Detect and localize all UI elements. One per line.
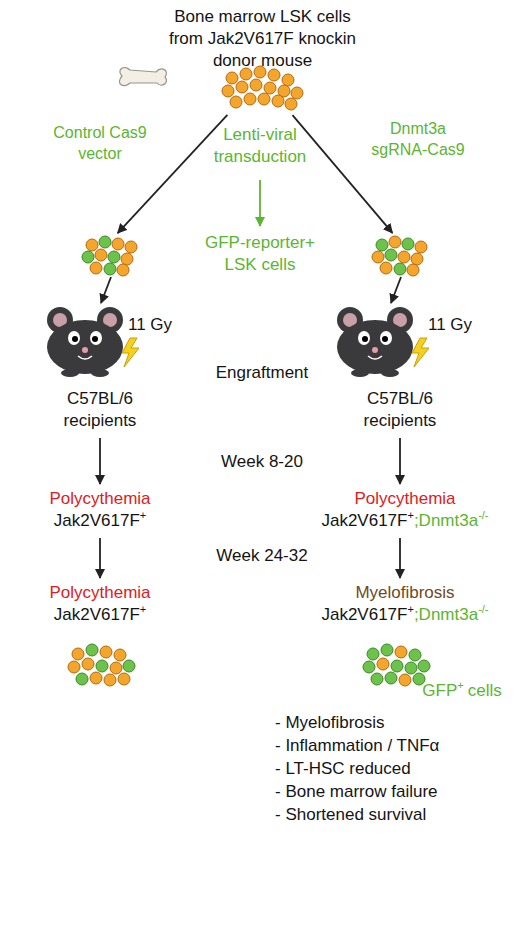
stage-node: PolycythemiaJak2V617F+	[10, 582, 190, 690]
text-line: GFP-reporter+ LSK cells	[195, 232, 325, 276]
node-text: ;Dnmt3a	[414, 511, 478, 530]
injection-arrow	[101, 277, 401, 303]
node-text: +	[407, 509, 413, 521]
text-line: Bone marrow LSK cells from Jak2V617F kno…	[165, 6, 360, 72]
flow-arrow	[399, 438, 401, 484]
node-text: GFP-reporter+ LSK cells	[205, 233, 315, 274]
node-text: Polycythemia	[49, 489, 150, 508]
text-line: Jak2V617F+	[10, 604, 190, 626]
node-text: Polycythemia	[49, 583, 150, 602]
annotation-label: Week 8-20	[202, 451, 322, 473]
node-text: -/-	[478, 509, 488, 521]
stage-node: Lenti-viral transduction	[205, 120, 315, 176]
stage-node: GFP-reporter+ LSK cells	[195, 230, 325, 278]
donor-cell-cluster	[222, 66, 303, 110]
annotation-label: - Inflammation / TNFα	[275, 735, 515, 757]
node-text: +	[140, 603, 146, 615]
text-line: Polycythemia	[300, 488, 510, 510]
node-text: Myelofibrosis	[355, 583, 454, 602]
text-line: Polycythemia	[10, 488, 190, 510]
node-text: +	[407, 603, 413, 615]
annotation-label: - LT-HSC reduced	[275, 758, 515, 780]
text-line: GFP+ cells	[414, 680, 510, 702]
bone-icon	[119, 68, 166, 86]
flow-arrow	[259, 180, 261, 226]
transduced-cell-cluster	[372, 236, 427, 276]
text-line: Jak2V617F+;Dnmt3a-/-	[300, 510, 510, 532]
node-text: Jak2V617F	[321, 605, 407, 624]
node-text: Bone marrow LSK cells from Jak2V617F kno…	[169, 7, 356, 70]
text-line: Polycythemia	[10, 582, 190, 604]
node-text: ;Dnmt3a	[414, 605, 478, 624]
node-text: Polycythemia	[354, 489, 455, 508]
node-text: -/-	[478, 603, 488, 615]
node-text: GFP	[422, 681, 457, 700]
node-text: 11 Gy	[128, 315, 172, 334]
annotation-label: - Shortened survival	[275, 804, 515, 826]
annotation-label: - Myelofibrosis	[275, 712, 515, 734]
stage-node: MyelofibrosisJak2V617F+;Dnmt3a-/-GFP+cel…	[300, 582, 510, 700]
edge-label: Dnmt3a sgRNA-Cas9	[368, 118, 468, 160]
mouse-icon	[337, 307, 429, 377]
text-line: C57BL/6 recipients	[350, 388, 450, 432]
annotation-label: Engraftment	[197, 362, 327, 384]
stage-node: PolycythemiaJak2V617F+	[10, 488, 190, 534]
text-line: 11 Gy	[420, 314, 480, 336]
text-line: Myelofibrosis	[300, 582, 510, 604]
node-text: Lenti-viral transduction	[214, 125, 307, 166]
final-cell-cluster	[363, 644, 430, 686]
node-text: Jak2V617F	[54, 605, 140, 624]
text-line: Jak2V617F+;Dnmt3a-/-	[300, 604, 510, 626]
stage-node: 11 Gy C57BL/6 recipients	[310, 236, 490, 434]
mouse-icon	[47, 307, 139, 377]
text-line: Lenti-viral transduction	[205, 124, 315, 168]
edge-label: Control Cas9 vector	[52, 122, 148, 164]
node-text: 11 Gy	[428, 315, 472, 334]
text-line: Jak2V617F+	[10, 510, 190, 532]
text-line: C57BL/6 recipients	[50, 388, 150, 432]
flow-arrow	[99, 438, 101, 484]
node-text: Jak2V617F	[321, 511, 407, 530]
node-text: cells	[468, 681, 502, 700]
stage-node: 11 Gy C57BL/6 recipients	[10, 236, 190, 434]
node-text: Jak2V617F	[54, 511, 140, 530]
node-text: +	[457, 679, 463, 691]
annotation-label: Week 24-32	[197, 545, 327, 567]
text-line: 11 Gy	[120, 314, 180, 336]
stage-node: PolycythemiaJak2V617F+;Dnmt3a-/-	[300, 488, 510, 534]
annotation-label: - Bone marrow failure	[275, 781, 515, 803]
node-text: +	[140, 509, 146, 521]
node-text: C57BL/6 recipients	[364, 389, 437, 430]
flow-arrow	[293, 115, 393, 233]
final-cell-cluster	[68, 644, 135, 686]
stage-node: Bone marrow LSK cells from Jak2V617F kno…	[150, 4, 375, 112]
transduced-cell-cluster	[82, 236, 137, 276]
node-text: C57BL/6 recipients	[64, 389, 137, 430]
flow-arrow	[399, 538, 401, 578]
flow-arrow	[99, 538, 101, 578]
